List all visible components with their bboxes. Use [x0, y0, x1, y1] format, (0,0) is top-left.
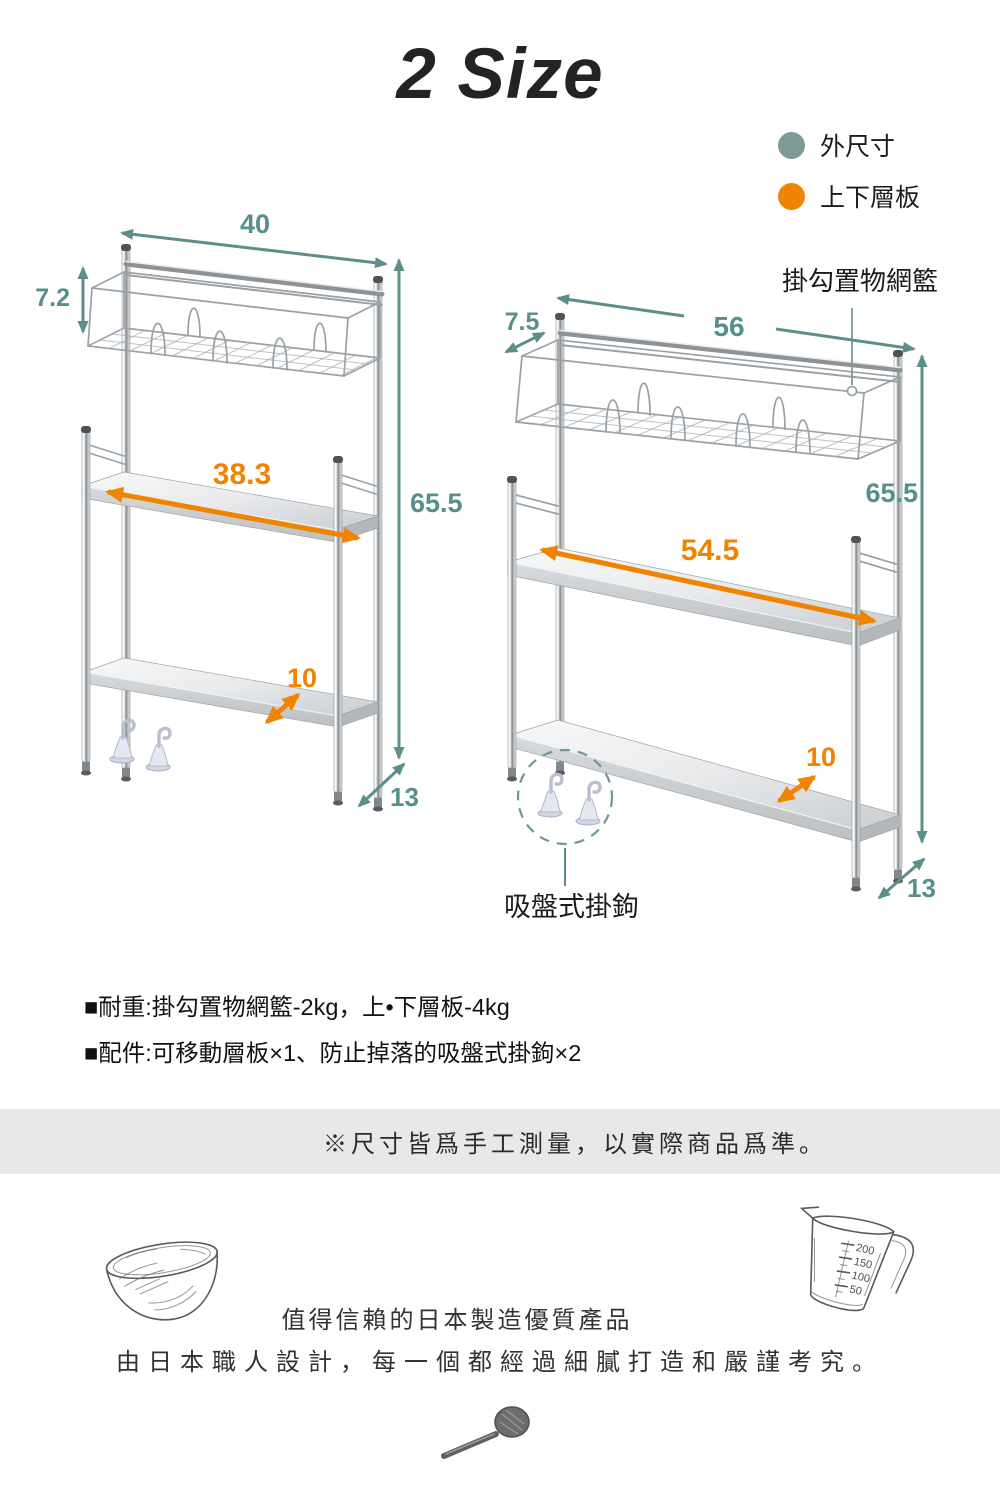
- suction-hook-label: 吸盤式掛鉤: [504, 892, 639, 922]
- cup-mark-150: 150: [853, 1256, 874, 1272]
- legend-item-outer-size: 外尺寸: [778, 127, 920, 163]
- left-rack-diagram: 40 7.2 65.5 13 38.3 10: [35, 209, 462, 812]
- footer-description: 由日本職人設計，每一個都經過細膩打造和嚴謹考究。: [116, 1350, 884, 1376]
- orange-dot-icon: [778, 182, 805, 210]
- dim-top-width: 40: [240, 209, 270, 239]
- dim-shelf-width: 54.5: [681, 534, 739, 567]
- dashed-circle: [516, 748, 614, 846]
- left-rack-dimensions: 40 7.2 65.5 13 38.3 10: [35, 209, 462, 812]
- basket-label: 掛勾置物網籃: [782, 266, 938, 296]
- dim-base-depth: 13: [907, 873, 936, 903]
- measuring-cup-sketch: 200 150 100 50: [799, 1206, 915, 1312]
- dim-top-width: 56: [713, 311, 744, 342]
- measurement-note-bar: ※尺寸皆爲手工測量，以實際商品爲準。: [0, 1109, 1000, 1174]
- cup-mark-50: 50: [848, 1283, 863, 1297]
- cup-mark-100: 100: [850, 1270, 871, 1286]
- basket-mesh: [515, 403, 877, 458]
- dim-total-height: 65.5: [410, 488, 463, 518]
- dim-shelf-depth: 10: [806, 742, 836, 772]
- legend-item-shelves: 上下層板: [778, 178, 920, 214]
- basket-callout: 掛勾置物網籃: [782, 266, 938, 397]
- measurement-note: ※尺寸皆爲手工測量，以實際商品爲準。: [323, 1132, 827, 1158]
- right-rack-dimensions: 7.5 56 65.5 13 54.5 10: [504, 294, 936, 903]
- dim-total-height: 65.5: [865, 478, 918, 508]
- spec-line-accessories: ■配件:可移動層板×1、防止掉落的吸盤式掛鉤×2: [84, 1040, 582, 1066]
- right-rack-diagram: 吸盤式掛鉤 掛勾置物網籃 7.5 56 65.5 13 54.5 10: [504, 266, 938, 922]
- basket-mesh: [87, 327, 377, 377]
- footer-tagline: 值得信賴的日本製造優質產品: [281, 1308, 633, 1334]
- bowl-sketch: [105, 1241, 219, 1321]
- rack-back-frame: [121, 244, 385, 799]
- callout-dot: [846, 385, 858, 397]
- wire-basket: [87, 271, 381, 377]
- spoon-sketch: [441, 1406, 530, 1459]
- bottom-shelf: [508, 719, 902, 843]
- spec-text: ■耐重:掛勾置物網籃-2kg，上•下層板-4kg ■配件:可移動層板×1、防止掉…: [84, 984, 581, 1076]
- dim-basket-height: 7.2: [35, 284, 70, 312]
- cup-scale: 200 150 100 50: [834, 1240, 876, 1298]
- wire-basket: [515, 339, 901, 460]
- suction-hooks: [109, 718, 172, 772]
- suction-hooks-callout: 吸盤式掛鉤: [504, 748, 639, 922]
- dim-shelf-depth: 10: [287, 663, 317, 693]
- rack-back-frame: [555, 313, 903, 871]
- legend-label: 外尺寸: [820, 133, 896, 161]
- legend-label: 上下層板: [820, 184, 921, 212]
- teal-dot-icon: [778, 131, 805, 159]
- legend: 外尺寸 上下層板: [778, 127, 920, 214]
- dim-basket-depth: 7.5: [505, 308, 540, 336]
- cup-mark-200: 200: [855, 1242, 876, 1258]
- spec-line-weight: ■耐重:掛勾置物網籃-2kg，上•下層板-4kg: [84, 994, 510, 1020]
- dim-shelf-width: 38.3: [213, 458, 271, 491]
- page-title: 2 Size: [396, 35, 604, 114]
- dim-base-depth: 13: [390, 782, 419, 812]
